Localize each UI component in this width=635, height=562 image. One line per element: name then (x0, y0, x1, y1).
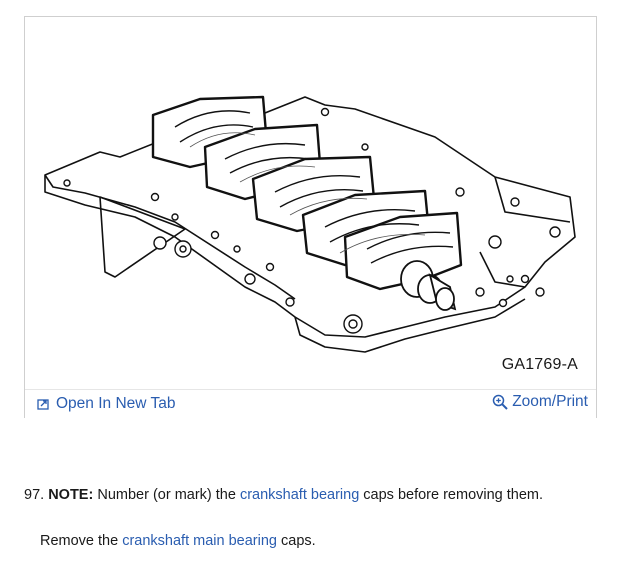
figure-code: GA1769-A (501, 356, 578, 373)
note-label: NOTE: (48, 487, 94, 503)
engine-block-illustration (44, 95, 576, 353)
open-new-tab-icon (37, 398, 49, 410)
step-97: 97. NOTE: Number (or mark) the crankshaf… (24, 487, 543, 503)
zoom-print-link[interactable]: Zoom/Print (492, 393, 588, 411)
figure-container: GA1769-A Open In New Tab Zoom/Print (24, 16, 597, 418)
crankshaft-main-bearing-link[interactable]: crankshaft main bearing (122, 533, 277, 549)
step-remove: Remove the crankshaft main bearing caps. (40, 533, 316, 549)
crankshaft-bearing-link[interactable]: crankshaft bearing (239, 487, 360, 503)
magnifier-icon (492, 394, 508, 410)
step-text-after: caps before removing them. (363, 487, 544, 503)
zoom-print-label: Zoom/Print (512, 393, 588, 410)
figure-toolbar: Open In New Tab Zoom/Print (25, 389, 596, 418)
open-in-new-tab-link[interactable]: Open In New Tab (37, 395, 175, 413)
step-text-before: Number (or mark) the (97, 487, 236, 503)
remove-text-after: caps. (281, 533, 316, 549)
open-in-new-tab-label: Open In New Tab (56, 395, 176, 412)
step-number: 97. (24, 487, 45, 503)
remove-text-before: Remove the (40, 533, 119, 549)
